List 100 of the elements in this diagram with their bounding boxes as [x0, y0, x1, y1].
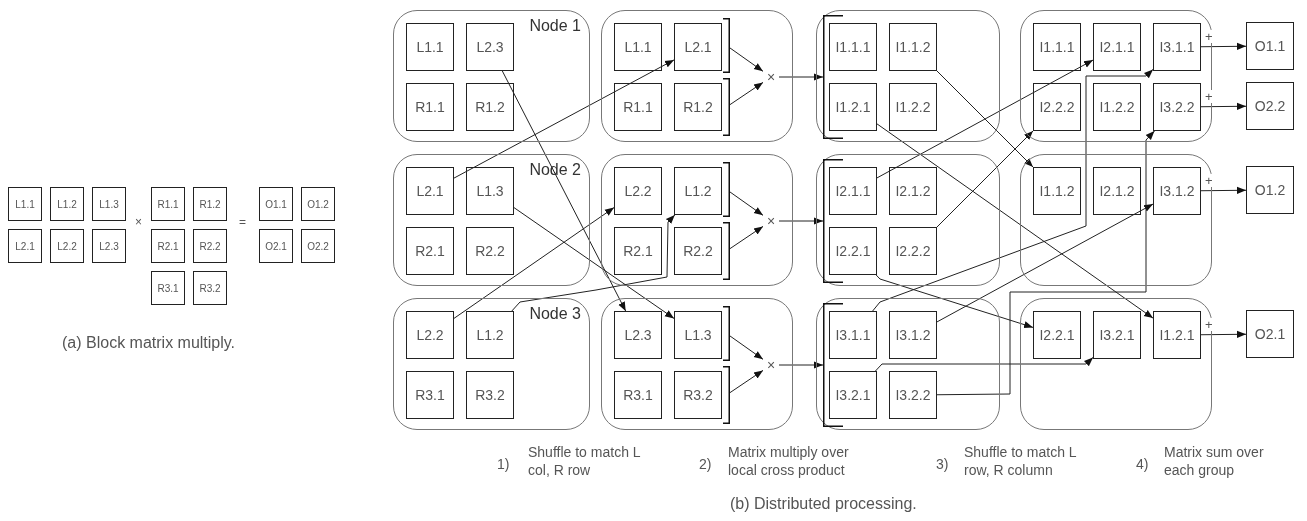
matrix-block: I2.1.1: [1093, 23, 1141, 71]
matrix-block: R1.1: [406, 83, 454, 131]
edge-label: +: [1204, 89, 1214, 103]
step-number: 2): [699, 456, 712, 474]
arrow: [453, 59, 675, 179]
step-number: 4): [1136, 456, 1149, 474]
bracket: [723, 366, 730, 424]
bracket: [723, 306, 730, 361]
caption: (a) Block matrix multiply.: [62, 333, 236, 353]
matrix-block: O1.1: [259, 187, 293, 221]
matrix-block: R1.2: [193, 187, 227, 221]
group-panel: [1020, 154, 1212, 286]
matrix-block: R3.2: [674, 371, 722, 419]
arrow: [1200, 42, 1247, 50]
matrix-block: R2.1: [614, 227, 662, 275]
matrix-block: I1.2.1: [829, 83, 877, 131]
matrix-block: L2.3: [614, 311, 662, 359]
multiply-sign: ×: [763, 355, 779, 375]
matrix-block: L1.1: [406, 23, 454, 71]
matrix-block: I2.1.2: [1093, 167, 1141, 215]
matrix-block: L1.3: [466, 167, 514, 215]
matrix-block: I1.1.1: [829, 23, 877, 71]
arrow: [778, 217, 824, 225]
matrix-block: O1.1: [1246, 22, 1294, 70]
arrow: [1200, 330, 1247, 338]
matrix-block: I1.2.2: [1093, 83, 1141, 131]
operator-symbol: ×: [135, 215, 142, 230]
group-panel: [393, 154, 590, 286]
matrix-block: L2.3: [466, 23, 514, 71]
arrow: [875, 274, 1034, 329]
matrix-block: I3.1.2: [1153, 167, 1201, 215]
node-title: Node 1: [529, 17, 581, 35]
matrix-block: I2.2.1: [1033, 311, 1081, 359]
caption: (b) Distributed processing.: [730, 494, 917, 514]
matrix-block: L1.3: [674, 311, 722, 359]
arrow: [876, 59, 1094, 179]
matrix-block: L1.1: [614, 23, 662, 71]
arrow: [1200, 186, 1247, 194]
matrix-block: R3.1: [151, 271, 185, 305]
matrix-block: I3.2.2: [1153, 83, 1201, 131]
matrix-block: O2.2: [1246, 82, 1294, 130]
arrow: [729, 225, 764, 250]
arrow: [936, 130, 1034, 228]
arrow: [876, 123, 1154, 319]
matrix-block: L1.1: [8, 187, 42, 221]
matrix-block: I2.1.2: [889, 167, 937, 215]
operator-symbol: =: [239, 215, 246, 230]
matrix-block: L2.2: [50, 229, 84, 263]
bracket: [723, 222, 730, 280]
group-panel: [601, 298, 793, 430]
arrow: [729, 81, 764, 106]
matrix-block: R2.1: [406, 227, 454, 275]
matrix-block: R3.1: [406, 371, 454, 419]
matrix-block: I1.2.2: [889, 83, 937, 131]
matrix-block: R3.2: [466, 371, 514, 419]
matrix-block: R1.1: [614, 83, 662, 131]
arrow: [453, 207, 615, 319]
multiply-sign: ×: [763, 67, 779, 87]
matrix-block: I3.2.1: [1093, 311, 1141, 359]
arrow: [1200, 102, 1247, 110]
matrix-block: R2.2: [466, 227, 514, 275]
matrix-block: I3.2.1: [829, 371, 877, 419]
edge-label: +: [1204, 317, 1214, 331]
matrix-block: R2.1: [151, 229, 185, 263]
bracket: [723, 78, 730, 136]
group-panel: [816, 298, 1000, 430]
matrix-block: L1.2: [466, 311, 514, 359]
step-description: Matrix sum over each group: [1164, 444, 1265, 479]
arrow: [729, 369, 764, 394]
matrix-block: L2.1: [8, 229, 42, 263]
matrix-block: R2.2: [193, 229, 227, 263]
matrix-block: L2.1: [406, 167, 454, 215]
group-panel: [1020, 298, 1212, 430]
bracket: [723, 162, 730, 217]
step-number: 3): [936, 456, 949, 474]
matrix-block: I2.2.2: [889, 227, 937, 275]
matrix-block: I3.2.2: [889, 371, 937, 419]
matrix-block: I3.1.1: [829, 311, 877, 359]
matrix-block: R3.1: [614, 371, 662, 419]
matrix-block: I1.1.2: [889, 23, 937, 71]
matrix-block: L2.2: [406, 311, 454, 359]
multiply-sign: ×: [763, 211, 779, 231]
matrix-block: R2.2: [674, 227, 722, 275]
step-description: Matrix multiply over local cross product: [728, 444, 850, 479]
arrow: [729, 47, 764, 72]
group-panel: [816, 10, 1000, 142]
matrix-block: L1.2: [50, 187, 84, 221]
arrow: [874, 356, 1094, 372]
step-number: 1): [497, 456, 510, 474]
matrix-block: I1.1.1: [1033, 23, 1081, 71]
matrix-block: I2.2.2: [1033, 83, 1081, 131]
matrix-block: L2.3: [92, 229, 126, 263]
arrow: [729, 335, 764, 360]
group-panel: [816, 154, 1000, 286]
matrix-block: I3.1.2: [889, 311, 937, 359]
arrow: [729, 191, 764, 216]
matrix-block: R1.1: [151, 187, 185, 221]
arrow: [501, 70, 627, 312]
arrow: [872, 68, 1154, 312]
matrix-block: R1.2: [466, 83, 514, 131]
